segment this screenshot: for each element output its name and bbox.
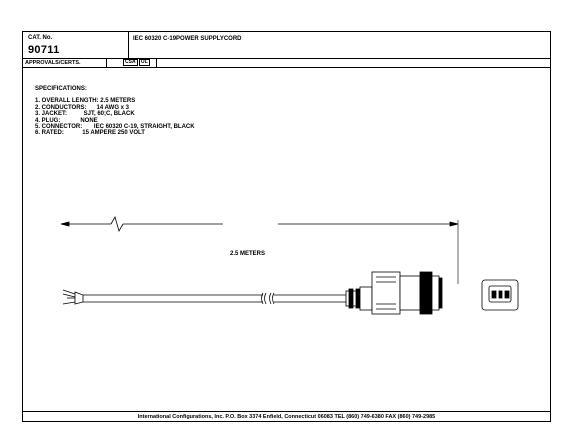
specifications-heading: SPECIFICATIONS: bbox=[35, 86, 87, 92]
specifications-block: SPECIFICATIONS: 1. OVERALL LENGTH: 2.5 M… bbox=[35, 86, 195, 137]
spec-line: 3. JACKET: SJT, 60;C, BLACK bbox=[35, 111, 135, 118]
dimension-label: 2.5 METERS bbox=[228, 251, 268, 257]
catalog-number-box: CAT. No. 90711 bbox=[23, 32, 129, 59]
catalog-number: 90711 bbox=[28, 44, 60, 56]
cert-badge-csa: CSA bbox=[123, 59, 138, 66]
cord-drawing bbox=[60, 215, 519, 315]
cable-segment-right bbox=[269, 292, 346, 305]
approvals-row: APPROVALS/CERTS. CSA UL bbox=[23, 59, 550, 68]
stripped-wire-ends bbox=[62, 289, 84, 305]
dimension-line bbox=[60, 215, 459, 284]
spec-line: 6. RATED: 15 AMPERE 250 VOLT bbox=[35, 130, 145, 137]
approvals-box-end bbox=[156, 59, 157, 67]
title-box: IEC 60320 C-19POWER SUPPLYCORD bbox=[129, 32, 550, 59]
spec-line: 2. CONDUCTORS: 14 AWG x 3 bbox=[35, 104, 130, 111]
cert-badge-ul: UL bbox=[139, 59, 150, 66]
spec-line: 5. CONNECTOR: IEC 60320 C-19, STRAIGHT, … bbox=[35, 124, 195, 131]
company-footer: International Configurations, Inc. P.O. … bbox=[137, 414, 436, 420]
c19-connector-face bbox=[481, 279, 519, 311]
break-symbol bbox=[110, 215, 124, 233]
product-title: IEC 60320 C-19POWER SUPPLYCORD bbox=[133, 36, 242, 42]
approvals-label: APPROVALS/CERTS. bbox=[25, 60, 81, 66]
spec-line: 4. PLUG: NONE bbox=[35, 117, 98, 124]
c19-connector-body bbox=[371, 271, 443, 315]
drawing-sheet: CAT. No. 90711 IEC 60320 C-19POWER SUPPL… bbox=[22, 31, 551, 422]
catalog-label: CAT. No. bbox=[28, 35, 53, 41]
approvals-divider bbox=[106, 59, 107, 67]
strain-relief bbox=[345, 286, 373, 311]
dimension-arrow-left bbox=[60, 221, 70, 227]
dimension-arrow-right bbox=[449, 221, 459, 227]
spec-line: 1. OVERALL LENGTH: 2.5 METERS bbox=[35, 98, 136, 105]
cable-segment-left bbox=[83, 292, 267, 305]
footer-divider bbox=[23, 411, 550, 412]
